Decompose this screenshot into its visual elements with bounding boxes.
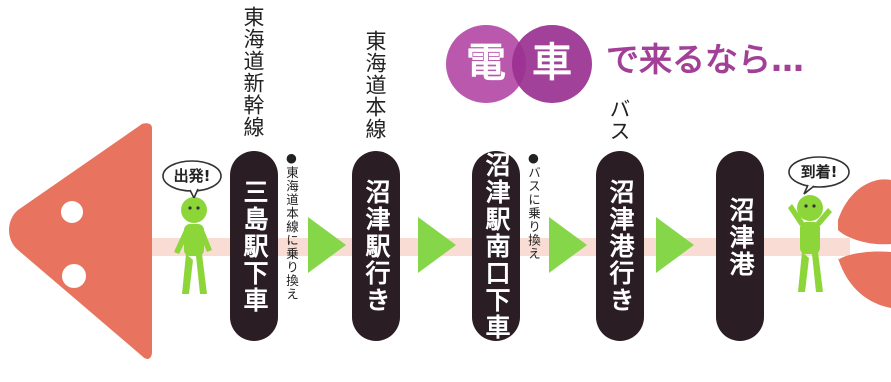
- line-label-shinkansen: 東海道新幹線: [241, 6, 265, 138]
- stop-mishima-label: 三島駅下車: [240, 178, 269, 314]
- fish-eye-bottom: [62, 264, 86, 288]
- transfer-note-tokaido: ●東海道本線に乗り換え: [284, 150, 299, 301]
- fish-tail-bottom: [838, 251, 891, 308]
- stop-bound-numazu-port: 沼津港行き: [596, 151, 644, 341]
- stop-bound-numazu-port-label: 沼津港行き: [606, 178, 635, 314]
- line-label-tokaido: 東海道本線: [363, 30, 387, 140]
- arrival-label: 到着!: [800, 163, 838, 181]
- stop-numazu-south-exit: 沼津駅南口下車: [472, 151, 520, 341]
- fish-tail-top: [838, 179, 891, 245]
- departure-label: 出発!: [173, 167, 211, 185]
- title-char-2: 車: [532, 40, 572, 86]
- arrow-right-icon: [549, 217, 587, 273]
- title-char-1: 電: [466, 40, 506, 86]
- title-rest: で来るなら…: [606, 40, 804, 79]
- arrow-right-icon: [656, 217, 694, 273]
- stop-bound-numazu-station: 沼津駅行き: [352, 151, 400, 341]
- arrival-person-figure: [788, 195, 832, 292]
- transfer-note-bus: ●バスに乗り換え: [526, 150, 541, 261]
- departure-person-figure: [174, 197, 212, 294]
- stop-bound-numazu-station-label: 沼津駅行き: [362, 178, 391, 314]
- fish-head: [9, 123, 152, 359]
- line-label-bus: バス: [607, 98, 631, 142]
- arrival-speech-bubble: 到着!: [786, 154, 852, 195]
- title-circle-2: [512, 25, 592, 103]
- stop-numazu-south-exit-label: 沼津駅南口下車: [482, 151, 511, 341]
- stop-numazu-port-label: 沼津港: [726, 197, 755, 278]
- fish-eye-top: [61, 201, 83, 223]
- stop-numazu-port: 沼津港: [716, 151, 764, 341]
- stop-mishima: 三島駅下車: [230, 151, 278, 341]
- departure-speech-bubble: 出発!: [160, 158, 224, 198]
- arrow-right-icon: [418, 217, 456, 273]
- arrow-right-icon: [308, 217, 346, 273]
